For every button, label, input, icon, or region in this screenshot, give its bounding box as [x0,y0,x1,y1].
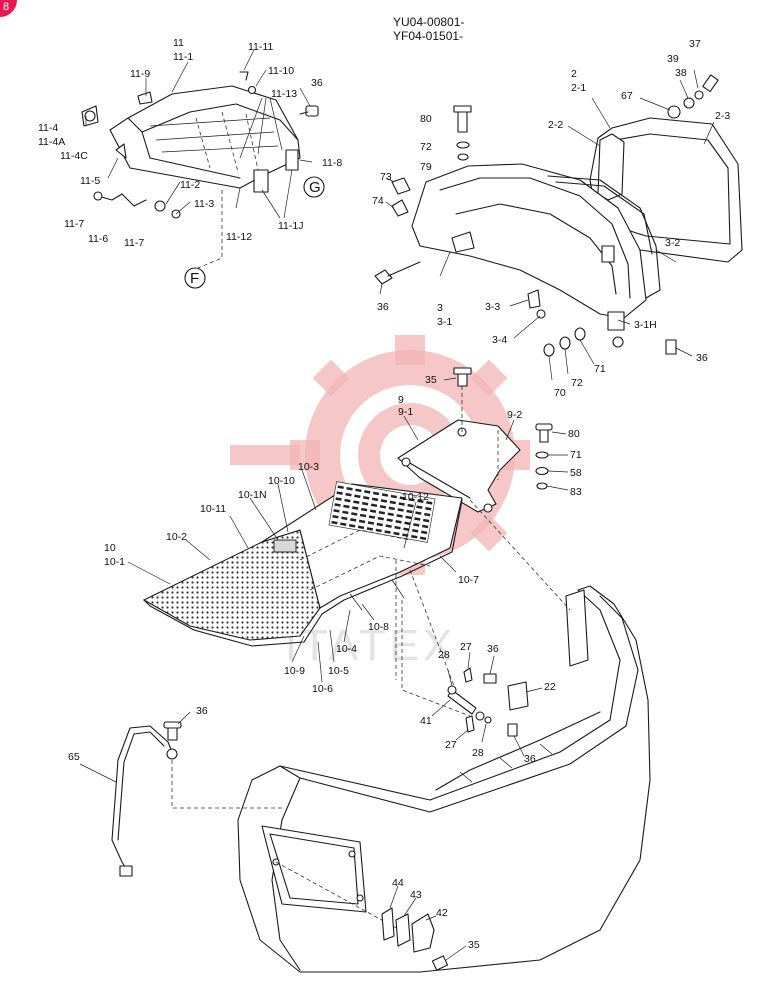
callout-11-4: 11-4 [38,122,58,134]
callout-35-a: 35 [425,374,437,386]
callout-11-1j: 11-1J [278,220,304,232]
callout-80-b: 80 [568,428,580,440]
reference-f-circle [184,267,206,289]
callout-80-a: 80 [420,113,432,125]
callout-3-1: 3-1 [437,316,452,328]
callout-83: 83 [570,486,582,498]
callout-10-7: 10-7 [458,574,479,586]
callout-36-c: 36 [696,352,708,364]
callout-11-7-a: 11-7 [64,218,84,230]
callout-11-12: 11-12 [226,231,252,243]
callout-71-b: 71 [570,449,582,461]
callout-11-4a: 11-4A [38,136,65,148]
callout-37: 37 [689,38,701,50]
callout-11-5: 11-5 [80,175,100,187]
latch-assembly [381,885,467,971]
callout-36-f: 36 [196,705,208,717]
callout-36-b: 36 [377,301,389,313]
callout-10-6: 10-6 [312,683,333,695]
door-assembly-2-3 [374,69,743,381]
callout-10-1: 10-1 [104,556,125,568]
main-hood-body [237,499,651,973]
reference-g-circle [303,176,325,198]
callout-67: 67 [621,90,633,102]
callout-41: 41 [420,715,432,727]
callout-42: 42 [436,907,448,919]
callout-11-6: 11-6 [88,233,108,245]
callout-72-a: 72 [420,141,432,153]
gas-spring-assembly [431,651,543,757]
callout-9-2: 9-2 [507,409,522,421]
callout-39: 39 [667,53,679,65]
callout-36-e: 36 [524,753,536,765]
floor-plate-10 [127,469,463,687]
callout-38: 38 [675,67,687,79]
reference-g-label: G [309,179,321,196]
callout-11-10: 11-10 [268,65,294,77]
callout-73: 73 [380,171,392,183]
callout-10-4: 10-4 [336,643,357,655]
callout-2: 2 [571,68,577,80]
callout-11: 11 [173,37,184,49]
cover-assembly-11 [81,49,325,289]
callout-11-8: 11-8 [322,157,342,169]
reference-f-label: F [190,270,199,287]
callout-22: 22 [544,681,556,693]
bracket-plate-9 [397,367,569,513]
handle-rod-65 [79,711,284,877]
callout-11-4c: 11-4C [60,150,88,162]
callout-3-2: 3-2 [665,237,680,249]
corner-badge: 8 [0,0,17,17]
callout-28-b: 28 [472,747,484,759]
callout-79: 79 [420,161,432,173]
callout-10-8: 10-8 [368,621,389,633]
serial-range-1: YU04-00801- [393,15,464,29]
serial-range-2: YF04-01501- [393,29,463,43]
callout-65: 65 [68,751,80,763]
callout-27-a: 27 [460,641,472,653]
callout-11-11: 11-11 [248,41,273,53]
callout-36-d: 36 [487,643,499,655]
watermark-text: ITATEX [285,621,457,670]
callout-11-13: 11-13 [271,88,297,100]
callout-10-11: 10-11 [200,503,226,515]
callout-11-1: 11-1 [173,51,193,63]
callout-11-2: 11-2 [180,179,200,191]
callout-28-a: 28 [438,649,450,661]
callout-10-1n: 10-1N [238,489,267,501]
callout-43: 43 [410,889,422,901]
callout-3-4: 3-4 [492,334,507,346]
callout-9-1: 9-1 [398,406,413,418]
callout-3-1h: 3-1H [634,319,657,331]
callout-2-2: 2-2 [548,119,563,131]
callout-11-3: 11-3 [194,198,214,210]
callout-10: 10 [104,542,116,554]
callout-44: 44 [392,877,404,889]
callout-58: 58 [570,467,582,479]
callout-11-9: 11-9 [130,68,150,80]
callout-36-a: 36 [311,77,323,89]
callout-27-b: 27 [445,739,457,751]
callout-2-3: 2-3 [715,110,730,122]
callout-10-12: 10-12 [402,491,429,503]
callout-9: 9 [398,394,404,406]
callout-11-7-b: 11-7 [124,237,144,249]
callout-10-9: 10-9 [284,665,305,677]
callout-35-b: 35 [468,939,480,951]
corner-badge-text: 8 [3,1,9,13]
callout-71-a: 71 [594,363,606,375]
callout-2-1: 2-1 [571,82,586,94]
callout-74: 74 [372,195,384,207]
callout-10-5: 10-5 [328,665,349,677]
callout-70: 70 [554,387,566,399]
callout-72-b: 72 [571,377,583,389]
callout-3-3: 3-3 [485,301,500,313]
callout-10-2: 10-2 [166,531,187,543]
callout-10-10: 10-10 [268,475,295,487]
callout-3: 3 [437,302,443,314]
callout-10-3: 10-3 [298,461,319,473]
